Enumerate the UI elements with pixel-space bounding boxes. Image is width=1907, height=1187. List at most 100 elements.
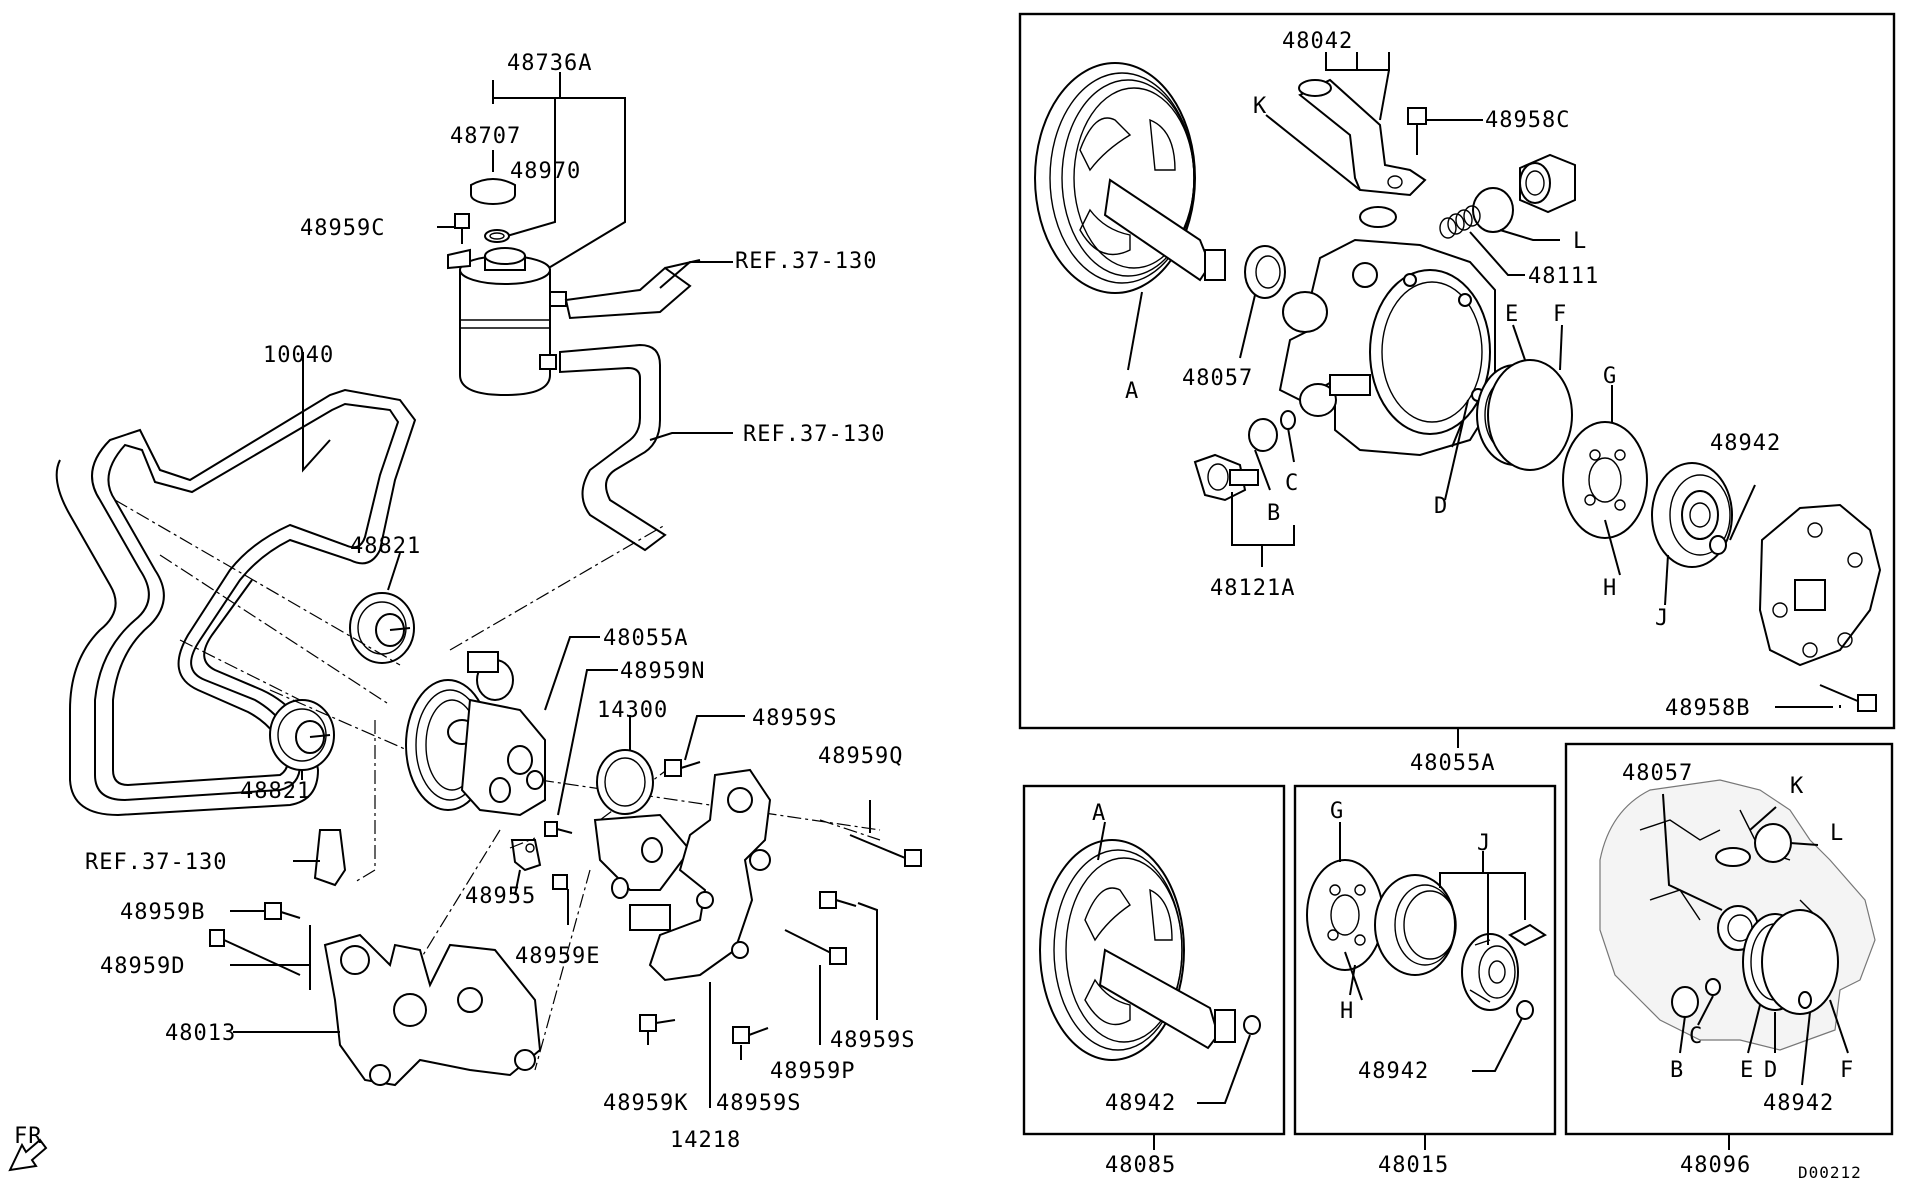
clip-icon xyxy=(313,829,347,887)
letter-label: F xyxy=(1553,302,1567,327)
part-number-label: 48959C xyxy=(300,216,385,241)
part-number-label: 10040 xyxy=(263,343,334,368)
reference-label: REF.37-130 xyxy=(85,850,227,875)
letter-label: B xyxy=(1267,501,1281,526)
hose-upper-icon xyxy=(564,259,733,320)
part-number-label: 48055A xyxy=(603,626,688,651)
o-ring-icon xyxy=(1715,847,1751,867)
letter-label: D xyxy=(1434,494,1448,519)
pulley-icon xyxy=(1039,839,1236,1061)
part-number-label: 48055A xyxy=(1410,751,1495,776)
part-number-label: 48959B xyxy=(120,900,205,925)
part-number-label: 48959S xyxy=(752,706,837,731)
bolt-icon xyxy=(552,874,569,905)
cam-ring-icon xyxy=(1374,874,1457,976)
gasket-f-icon xyxy=(1487,359,1573,471)
part-number-label: 14300 xyxy=(597,698,668,723)
letter-label: G xyxy=(1603,364,1617,389)
spring-icon xyxy=(1439,205,1481,239)
oil-seal-icon xyxy=(1244,245,1286,299)
letter-label: F xyxy=(1840,1058,1854,1083)
bolt-icon xyxy=(264,902,301,920)
letter-label: A xyxy=(1092,801,1106,826)
idler-pulley-upper-icon xyxy=(349,592,415,664)
bolt-icon xyxy=(784,929,847,965)
letter-label: C xyxy=(1285,471,1299,496)
outlet-pipe-icon xyxy=(1298,78,1427,197)
letter-label: C xyxy=(1689,1024,1703,1049)
bolt-icon xyxy=(732,1026,769,1044)
part-number-label: 48942 xyxy=(1710,431,1781,456)
tensioner-icon xyxy=(593,749,692,899)
part-number-label: 48970 xyxy=(510,159,581,184)
letter-label: H xyxy=(1603,576,1617,601)
part-number-label: 48821 xyxy=(350,534,421,559)
pump-housing-icon xyxy=(1278,238,1496,457)
part-number-label: 48959E xyxy=(515,944,600,969)
o-ring-icon xyxy=(1705,978,1721,996)
part-number-label: 48955 xyxy=(465,884,536,909)
bolt-icon xyxy=(849,834,922,867)
part-number-label: 48013 xyxy=(165,1021,236,1046)
kit-number-label: 48085 xyxy=(1105,1153,1176,1178)
bolt-icon xyxy=(1407,107,1427,155)
snap-ring-icon xyxy=(1516,1000,1534,1020)
bolt-icon xyxy=(639,1014,676,1032)
idler-pulley-lower-icon xyxy=(269,699,335,771)
part-number-label: 48121A xyxy=(1210,576,1295,601)
part-number-label: 48958C xyxy=(1485,108,1570,133)
o-ring-icon xyxy=(1280,410,1296,430)
gasket-f-icon xyxy=(1761,909,1839,1015)
long-bolt-icon xyxy=(209,929,301,976)
snap-ring-icon xyxy=(1709,535,1727,555)
bolt-icon xyxy=(819,891,857,909)
bolt-icon xyxy=(544,821,573,837)
letter-label: D xyxy=(1764,1058,1778,1083)
rotor-icon xyxy=(1461,933,1519,1011)
plug-icon xyxy=(1519,153,1576,214)
part-number-label: 48736A xyxy=(507,51,592,76)
part-number-label: 48959S xyxy=(830,1028,915,1053)
part-number-label: 48959D xyxy=(100,954,185,979)
kit-number-label: 48015 xyxy=(1378,1153,1449,1178)
letter-label: E xyxy=(1505,302,1519,327)
part-number-label: 48942 xyxy=(1763,1091,1834,1116)
part-number-label: 48959N xyxy=(620,659,705,684)
o-ring-icon xyxy=(1359,206,1397,228)
letter-label: G xyxy=(1330,799,1344,824)
power-steering-pump-icon xyxy=(405,651,546,817)
flow-control-valve-icon xyxy=(1193,453,1259,502)
pressure-plate-icon xyxy=(1306,859,1384,1001)
hose-lower-icon xyxy=(559,343,733,552)
seal-ring-icon xyxy=(484,229,510,243)
o-ring-icon xyxy=(1671,986,1699,1018)
part-number-label: 48821 xyxy=(240,779,311,804)
mounting-bracket-icon xyxy=(323,933,542,1087)
reservoir-icon xyxy=(447,247,567,397)
bolt-icon xyxy=(664,759,701,777)
letter-label: L xyxy=(1830,821,1844,846)
tensioner-bracket-icon xyxy=(629,768,772,982)
reservoir-cap-icon xyxy=(470,178,516,205)
part-number-label: 48057 xyxy=(1622,761,1693,786)
reference-label: REF.37-130 xyxy=(735,249,877,274)
pulley-icon xyxy=(1034,62,1226,294)
letter-label: K xyxy=(1790,774,1804,799)
snap-ring-icon xyxy=(1243,1015,1261,1035)
small-bracket-icon xyxy=(510,839,542,872)
part-number-label: 48707 xyxy=(450,124,521,149)
part-number-label: 48959S xyxy=(716,1091,801,1116)
part-number-label: 48959K xyxy=(603,1091,688,1116)
pressure-plate-icon xyxy=(1562,421,1648,576)
o-ring-icon xyxy=(1472,187,1514,233)
letter-label: J xyxy=(1655,606,1669,631)
kit-number-label: 48096 xyxy=(1680,1153,1751,1178)
vane-icon xyxy=(1508,923,1547,947)
direction-label: FR xyxy=(14,1124,43,1149)
letter-label: K xyxy=(1253,94,1267,119)
pump-end-cover-icon xyxy=(1758,503,1882,667)
front-direction-arrow-icon xyxy=(8,1138,48,1172)
letter-label: B xyxy=(1670,1058,1684,1083)
letter-label: L xyxy=(1573,229,1587,254)
part-number-label: 48959Q xyxy=(818,744,903,769)
